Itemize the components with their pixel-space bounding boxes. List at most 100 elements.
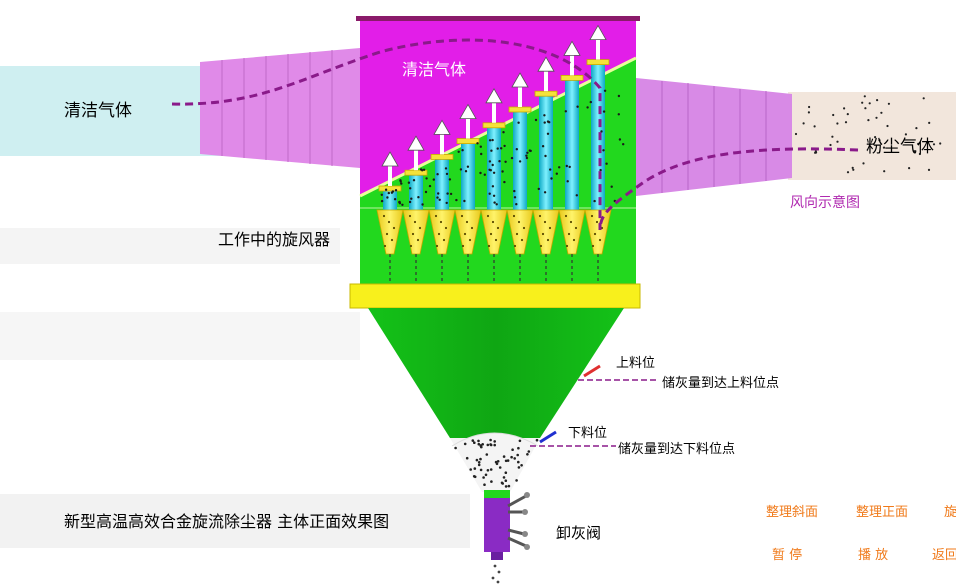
dust-particle: [913, 150, 916, 153]
dust-particle: [874, 136, 877, 139]
dust-particle: [544, 154, 547, 158]
dust-particle: [576, 105, 579, 108]
dust-particle: [886, 124, 889, 128]
dust-particle: [525, 156, 529, 160]
cyclone-dust-dot: [569, 220, 573, 224]
cyclones-working-label: 工作中的旋风器: [218, 230, 331, 249]
dust-particle: [575, 194, 578, 197]
dust-particle: [875, 116, 878, 119]
clean-gas-arrow-head: [537, 56, 555, 72]
dust-particle: [425, 177, 428, 180]
cyclone-dust-dot: [564, 214, 568, 218]
cyclone-dust-dot: [538, 214, 542, 218]
dust-particle: [908, 167, 911, 170]
cyclone-dust-dot: [515, 232, 519, 236]
dust-particle: [479, 145, 482, 148]
dust-particle: [422, 168, 426, 171]
clean-gas-arrow-head: [589, 24, 607, 40]
ash-dot: [502, 455, 506, 458]
dust-particle: [589, 100, 592, 104]
dust-particle: [446, 192, 449, 195]
cyclone-cone: [428, 209, 456, 255]
ash-dot: [473, 441, 476, 445]
rotary-discharge-valve[interactable]: [484, 498, 510, 552]
oblique-view-button[interactable]: 整理斜面: [766, 505, 819, 520]
dust-particle: [829, 143, 832, 147]
dust-particle: [610, 185, 613, 188]
dust-particle: [461, 149, 464, 152]
rotate-button[interactable]: 旋: [944, 505, 956, 520]
dust-particle: [832, 113, 835, 117]
dust-particle: [518, 160, 522, 163]
ash-dot: [493, 440, 497, 443]
dust-particle: [436, 196, 439, 199]
dust-particle: [394, 189, 398, 192]
dust-particle: [831, 135, 834, 138]
dust-particle: [863, 95, 866, 98]
dust-particle: [417, 196, 420, 199]
ash-hopper: [368, 308, 624, 438]
dusty-gas-flow-path: [598, 147, 859, 231]
play-button[interactable]: 播 放: [858, 548, 889, 563]
ash-dot: [496, 460, 500, 463]
dust-particle: [861, 101, 864, 104]
ash-dot: [479, 457, 482, 461]
ash-dot: [479, 444, 483, 447]
dust-particle: [794, 132, 798, 136]
ash-dot: [513, 457, 516, 460]
dust-particle: [393, 198, 397, 201]
dust-particle: [541, 145, 545, 148]
dust-particle: [568, 165, 571, 169]
dust-particle: [867, 119, 870, 122]
dust-particles-inlet: [794, 95, 942, 174]
dust-particle: [449, 192, 453, 196]
cyclone-dust-dot: [468, 238, 472, 242]
cyclone-dust-dot: [487, 244, 491, 248]
dust-particle: [852, 168, 855, 171]
ash-dot: [510, 455, 513, 459]
ash-dot: [479, 468, 483, 472]
dust-particle: [534, 118, 538, 122]
cyclone-dust-dot: [489, 232, 493, 236]
dust-particle: [412, 179, 416, 182]
cyclone-dust-dot: [383, 244, 387, 248]
ash-dot: [473, 467, 477, 470]
dust-particle: [488, 160, 492, 163]
cyclone-dust-dot: [411, 232, 415, 236]
wind-direction-label: 风向示意图: [790, 195, 860, 211]
dust-particle: [525, 154, 528, 157]
dust-particle: [543, 121, 546, 124]
ash-dot: [511, 448, 514, 452]
dust-particle: [836, 122, 839, 125]
dust-particle: [549, 168, 552, 171]
dust-particle: [445, 172, 449, 176]
dust-particle: [498, 160, 501, 163]
cyclone-dust-dot: [442, 238, 446, 242]
front-view-button[interactable]: 整理正面: [856, 505, 909, 520]
cyclone-dust-dot: [416, 238, 420, 242]
dust-particle: [622, 143, 625, 146]
back-button[interactable]: 返回: [932, 548, 956, 563]
dust-particle: [939, 142, 942, 145]
cyclone-cap: [430, 153, 454, 160]
cyclone-dust-dot: [494, 238, 498, 242]
dust-particle: [491, 185, 495, 188]
ash-dot: [477, 439, 480, 443]
ash-dot: [477, 461, 481, 464]
ash-dot: [489, 443, 492, 446]
dust-particle: [846, 171, 850, 174]
dust-particle: [410, 197, 413, 200]
dust-particle: [496, 147, 499, 150]
dust-particle: [814, 150, 817, 153]
inlet-duct-ribs: [661, 81, 767, 193]
cyclone-dust-dot: [512, 214, 516, 218]
dust-particle: [438, 198, 441, 201]
outlet-duct-ribs: [221, 50, 333, 166]
white-band-left: [0, 228, 340, 264]
ash-dot: [517, 460, 520, 464]
ash-dot: [482, 476, 485, 479]
pause-button[interactable]: 暂 停: [772, 548, 803, 563]
clean-gas-inner-label: 清洁气体: [402, 60, 467, 79]
cyclone-dust-dot: [520, 238, 524, 242]
cyclone-dust-dot: [409, 244, 413, 248]
